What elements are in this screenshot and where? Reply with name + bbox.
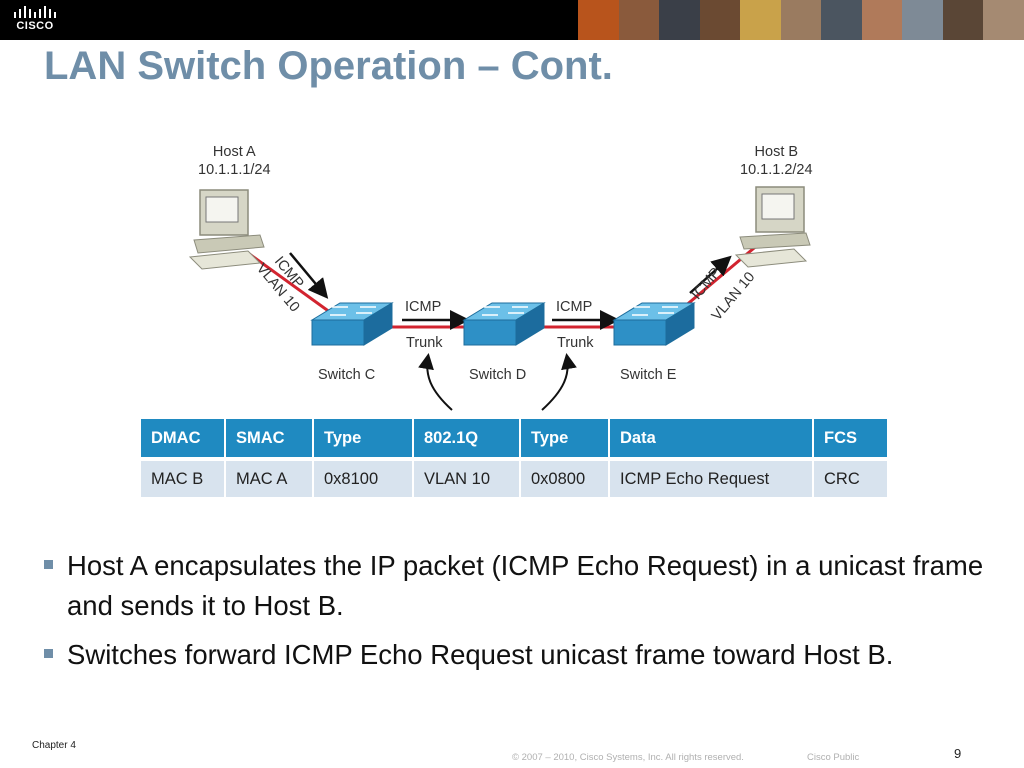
square-bullet-icon <box>44 649 53 658</box>
host-a-computer-icon <box>188 189 265 270</box>
table-row: MAC B MAC A 0x8100 VLAN 10 0x0800 ICMP E… <box>141 461 887 497</box>
header-photo <box>618 0 660 40</box>
column-header-smac: SMAC <box>226 419 312 459</box>
table-cell: MAC A <box>226 461 312 497</box>
square-bullet-icon <box>44 560 53 569</box>
host-b-ip: 10.1.1.2/24 <box>740 162 813 178</box>
table-header-row: DMAC SMAC Type 802.1Q Type Data FCS <box>141 419 887 459</box>
switch-c-icon <box>310 302 394 346</box>
slide-title: LAN Switch Operation – Cont. <box>44 44 613 88</box>
trunk1-pointer-arrow <box>418 353 453 411</box>
column-header-dmac: DMAC <box>141 419 224 459</box>
trunk1-protocol-label: ICMP <box>405 299 442 315</box>
header-photo <box>659 0 700 40</box>
logo-text: CISCO <box>16 20 54 32</box>
trunk2-protocol-label: ICMP <box>556 299 593 315</box>
header-photo <box>861 0 903 40</box>
header-photo <box>699 0 741 40</box>
column-header-data: Data <box>610 419 812 459</box>
trunk2-label: Trunk <box>557 335 594 351</box>
cisco-bars-icon <box>14 6 56 18</box>
host-b-name: Host B <box>754 144 799 160</box>
bullet-text: Switches forward ICMP Echo Request unica… <box>67 639 894 670</box>
column-header-type: Type <box>314 419 412 459</box>
table-cell: MAC B <box>141 461 224 497</box>
footer-copyright: © 2007 – 2010, Cisco Systems, Inc. All r… <box>512 752 744 763</box>
switch-c-label: Switch C <box>318 367 376 383</box>
trunk1-label: Trunk <box>406 335 443 351</box>
column-header-type: Type <box>521 419 608 459</box>
arrow-host-a-to-switch-c <box>289 252 329 299</box>
host-a-label: Host A 10.1.1.1/24 <box>198 143 271 179</box>
host-b-computer-icon <box>734 186 811 268</box>
host-a-name: Host A <box>212 144 256 160</box>
switch-e-label: Switch E <box>620 367 677 383</box>
host-b-label: Host B 10.1.1.2/24 <box>740 143 813 179</box>
trunk2-pointer-arrow <box>541 353 577 411</box>
header-photo <box>902 0 943 40</box>
header-photo <box>780 0 822 40</box>
header-photo <box>740 0 781 40</box>
footer-classification: Cisco Public <box>807 752 860 763</box>
header-bar: CISCO <box>0 0 1024 40</box>
column-header-8021q: 802.1Q <box>414 419 519 459</box>
header-photo <box>983 0 1024 40</box>
arrow-switch-e-to-host-b <box>689 255 732 294</box>
page-number: 9 <box>954 746 962 761</box>
column-header-fcs: FCS <box>814 419 887 459</box>
bullet-item: Switches forward ICMP Echo Request unica… <box>44 635 984 675</box>
footer-chapter: Chapter 4 <box>32 740 76 751</box>
header-photo <box>942 0 984 40</box>
bullet-list: Host A encapsulates the IP packet (ICMP … <box>44 546 984 684</box>
table-cell: VLAN 10 <box>414 461 519 497</box>
switch-d-label: Switch D <box>469 367 527 383</box>
bullet-item: Host A encapsulates the IP packet (ICMP … <box>44 546 984 626</box>
bullet-text: Host A encapsulates the IP packet (ICMP … <box>67 550 984 621</box>
table-cell: CRC <box>814 461 887 497</box>
switch-d-icon <box>462 302 546 346</box>
table-cell: 0x0800 <box>521 461 608 497</box>
table-cell: 0x8100 <box>314 461 412 497</box>
frame-format-table: DMAC SMAC Type 802.1Q Type Data FCS MAC … <box>139 417 889 499</box>
header-photo <box>821 0 862 40</box>
host-a-ip: 10.1.1.1/24 <box>198 162 271 178</box>
cisco-logo: CISCO <box>12 4 58 36</box>
header-photo-strip <box>578 0 1024 40</box>
header-photo <box>578 0 619 40</box>
network-diagram: Host A 10.1.1.1/24 Host B 10.1.1.2/24 Sw… <box>180 135 860 417</box>
table-cell: ICMP Echo Request <box>610 461 812 497</box>
switch-e-icon <box>612 302 696 346</box>
